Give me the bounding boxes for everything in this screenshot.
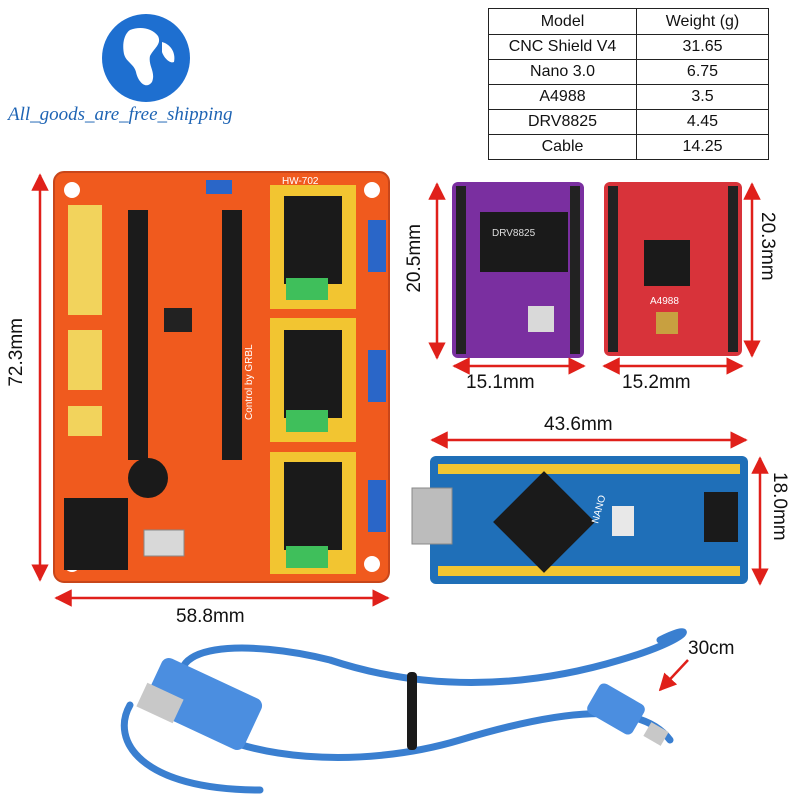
column-header-weight: Weight (g) bbox=[636, 8, 769, 35]
a4988-chip-label: A4988 bbox=[650, 296, 679, 307]
cable-tie bbox=[407, 672, 417, 750]
drv8825-board: DRV8825 bbox=[452, 182, 584, 358]
table-row: A4988 3.5 bbox=[488, 84, 769, 110]
table-row: Cable 14.25 bbox=[488, 134, 769, 160]
usb-a-plug bbox=[136, 658, 263, 750]
table-cell: 31.65 bbox=[636, 34, 769, 60]
table-header-row: Model Weight (g) bbox=[488, 8, 769, 35]
mini-usb-plug bbox=[587, 683, 669, 746]
table-cell: Nano 3.0 bbox=[488, 59, 637, 85]
shield-credit-label: Control by GRBL bbox=[244, 344, 255, 420]
cnc-shield-board: HW-702 Control by GRBL bbox=[53, 171, 390, 583]
a4988-board: A4988 bbox=[604, 182, 742, 356]
table-cell: 3.5 bbox=[636, 84, 769, 110]
brand-text: All_goods_are_free_shipping bbox=[8, 104, 233, 125]
drv-height-label: 20.5mm bbox=[404, 224, 425, 293]
shield-width-label: 58.8mm bbox=[176, 606, 245, 627]
weight-table: Model Weight (g) CNC Shield V4 31.65 Nan… bbox=[488, 8, 769, 160]
table-row: CNC Shield V4 31.65 bbox=[488, 34, 769, 60]
column-header-model: Model bbox=[488, 8, 637, 35]
a4988-height-label: 20.3mm bbox=[757, 212, 778, 281]
drv-width-label: 15.1mm bbox=[466, 372, 535, 393]
nano-board: NANO bbox=[411, 456, 748, 584]
a4988-width-label: 15.2mm bbox=[622, 372, 691, 393]
table-row: DRV8825 4.45 bbox=[488, 109, 769, 135]
cable-length-label: 30cm bbox=[688, 638, 735, 659]
table-cell: 4.45 bbox=[636, 109, 769, 135]
table-cell: 6.75 bbox=[636, 59, 769, 85]
table-cell: A4988 bbox=[488, 84, 637, 110]
table-cell: CNC Shield V4 bbox=[488, 34, 637, 60]
globe-logo-icon bbox=[102, 14, 190, 102]
table-cell: Cable bbox=[488, 134, 637, 160]
dimension-arrows bbox=[31, 173, 769, 692]
nano-width-label: 43.6mm bbox=[544, 414, 613, 435]
nano-height-label: 18.0mm bbox=[769, 472, 790, 541]
shield-height-label: 72.3mm bbox=[6, 318, 27, 387]
shield-model-label: HW-702 bbox=[282, 176, 319, 187]
drv-chip-label: DRV8825 bbox=[492, 228, 536, 239]
table-cell: DRV8825 bbox=[488, 109, 637, 135]
table-row: Nano 3.0 6.75 bbox=[488, 59, 769, 85]
table-cell: 14.25 bbox=[636, 134, 769, 160]
